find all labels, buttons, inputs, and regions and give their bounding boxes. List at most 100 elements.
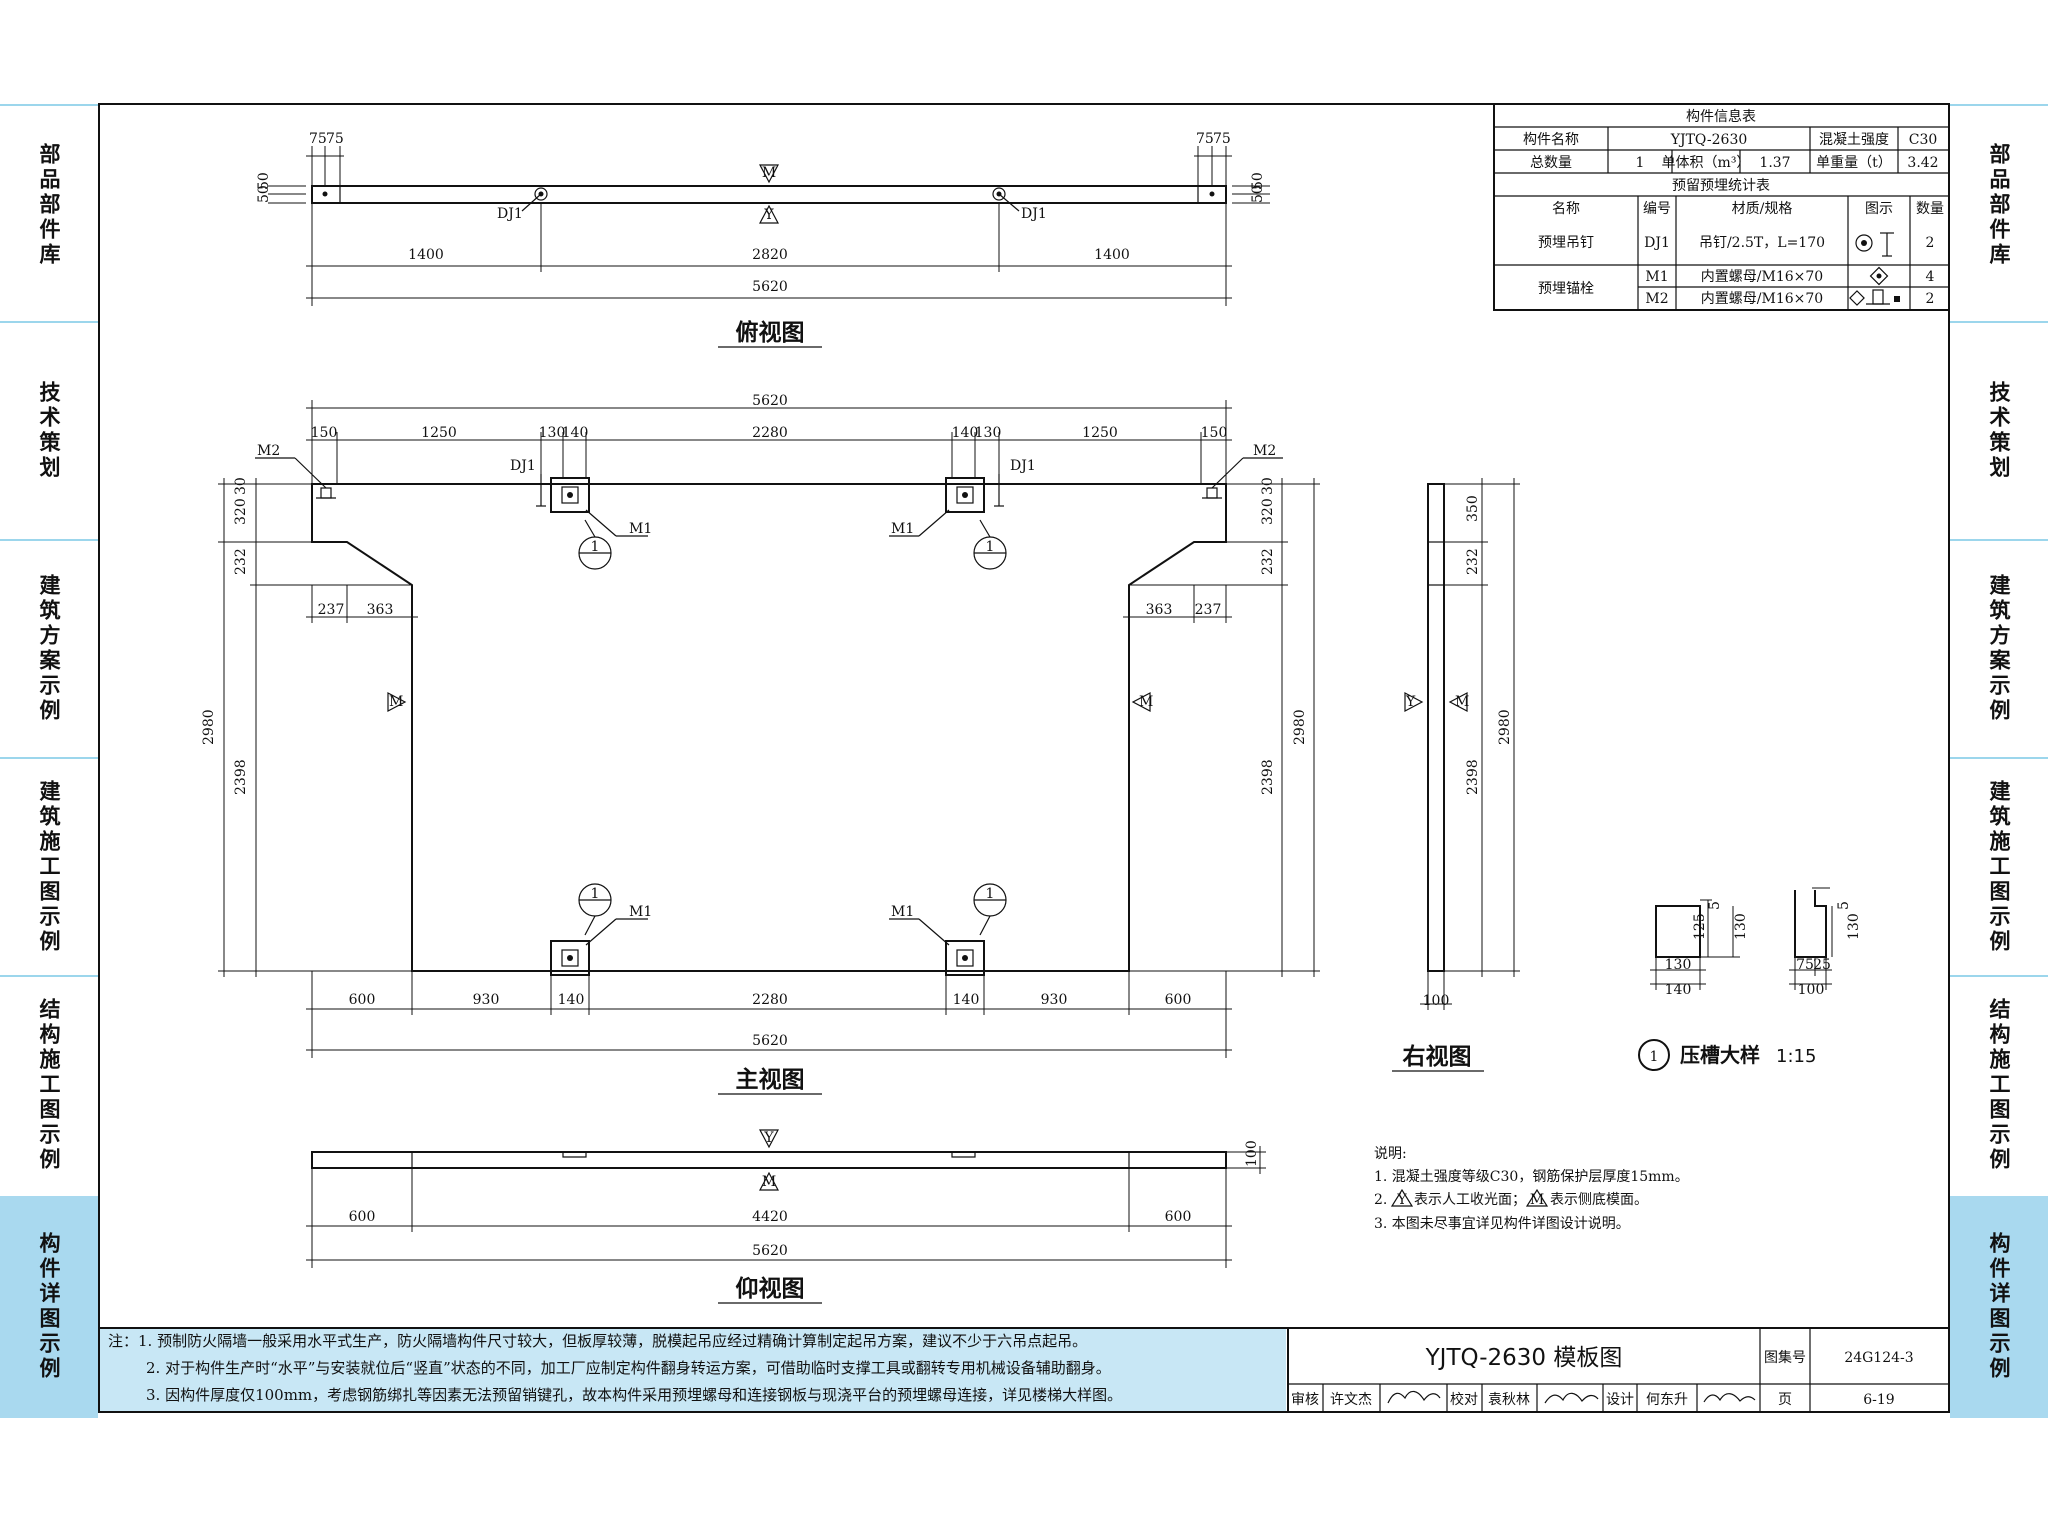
dim-label: 232	[233, 548, 249, 575]
designer-name: 何东升	[1646, 1392, 1688, 1408]
general-notes: 注：1. 预制防火隔墙一般采用水平式生产，防火隔墙构件尺寸较大，但板厚较薄，脱模…	[100, 1328, 1286, 1412]
dim-label: 2398	[233, 759, 249, 795]
legend-line-1: 1. 混凝土强度等级C30，钢筋保护层厚度15mm。	[1374, 1168, 1689, 1185]
view-title-top: 俯视图	[736, 319, 805, 346]
dim-label: 5	[1707, 901, 1723, 910]
dim-label: 5620	[752, 393, 788, 409]
col-header: 名称	[1552, 201, 1580, 217]
bolt-label: M1	[629, 904, 652, 920]
dim-label: 4420	[752, 1209, 788, 1225]
cell-value: C30	[1909, 132, 1938, 148]
cell-code: M1	[1645, 269, 1668, 285]
anchor-label: DJ1	[1010, 458, 1036, 474]
dim-label: 130	[1846, 913, 1862, 940]
dim-label: 50	[1250, 185, 1266, 203]
dim-label: 25	[1813, 957, 1831, 973]
dim-label: 75	[309, 131, 327, 147]
cell-label: 单体积（m³）	[1662, 155, 1751, 171]
bolt-icon	[1849, 289, 1900, 306]
dim-label: 100	[1798, 982, 1825, 998]
dim-label: 130	[975, 425, 1002, 441]
dim-label: 5620	[752, 279, 788, 295]
dim-label: 100	[1423, 993, 1450, 1009]
dim-label: 232	[1260, 548, 1276, 575]
legend-title: 说明:	[1374, 1146, 1407, 1162]
front-view: DJ1 DJ1 M1 M1 M1 M1 M2 M2 1 1 1 1 M M	[201, 393, 1320, 1095]
cell-name: 预埋吊钉	[1538, 235, 1594, 251]
design-label: 设计	[1606, 1392, 1634, 1408]
side-tab-struct-construction[interactable]: 结构施工图示例	[37, 997, 61, 1173]
dim-label: 1400	[408, 247, 444, 263]
side-tab-tech-planning[interactable]: 技术策划	[37, 381, 61, 481]
face-marker-m: M	[1448, 692, 1469, 712]
marker-text: M	[762, 165, 776, 181]
face-marker-m: M	[759, 164, 779, 184]
bolt-insert-m2	[316, 487, 336, 499]
designer-signature	[1703, 1393, 1756, 1403]
side-tab-arch-scheme[interactable]: 建筑方案示例	[37, 574, 61, 724]
side-tab-arch-scheme-right[interactable]: 建筑方案示例	[1987, 574, 2011, 724]
dim-label: 363	[1146, 602, 1173, 618]
cell-label: 混凝土强度	[1819, 132, 1889, 148]
dim-label: 2398	[1465, 759, 1481, 795]
reviewer-name: 许文杰	[1330, 1392, 1372, 1408]
legend-line-2c: 表示侧底模面。	[1550, 1192, 1648, 1208]
marker-text: Y	[1405, 694, 1416, 710]
side-tab-arch-construction-right[interactable]: 建筑施工图示例	[1987, 779, 2011, 955]
side-tab-parts-library[interactable]: 部品部件库	[37, 142, 61, 268]
marker-text: Y	[1396, 1192, 1407, 1208]
cell-spec: 内置螺母/M16×70	[1701, 291, 1823, 307]
bolt-insert-m1	[945, 477, 985, 513]
bottom-view: Y M 100 600 4420 600 5620 仰视图	[306, 1129, 1266, 1304]
dim-label: 1250	[1082, 425, 1118, 441]
title-block: YJTQ-2630 模板图 图集号 24G124-3 页 6-19 审核 许文杰…	[99, 1327, 1949, 1412]
review-label: 审核	[1291, 1392, 1319, 1408]
dim-label: 2820	[752, 247, 788, 263]
drawing-frame	[98, 103, 1950, 1413]
dim-label: 2980	[1497, 709, 1513, 745]
dim-label: 130	[1733, 913, 1749, 940]
side-tab-component-detail-right[interactable]: 构件详图示例	[1987, 1232, 2011, 1382]
dim-label: 5620	[752, 1033, 788, 1049]
cell-qty: 2	[1926, 235, 1935, 251]
side-tab-arch-construction[interactable]: 建筑施工图示例	[37, 779, 61, 955]
dim-label: 2980	[1292, 709, 1308, 745]
legend-line-3: 3. 本图未尽事宜详见构件详图设计说明。	[1374, 1216, 1630, 1232]
marker-text: M	[389, 694, 403, 710]
page-label: 页	[1778, 1392, 1792, 1408]
col-header: 图示	[1865, 201, 1893, 217]
dim-label: 100	[1244, 1140, 1260, 1167]
side-tab-parts-library-right[interactable]: 部品部件库	[1987, 142, 2011, 268]
face-marker-m: M	[1131, 692, 1153, 712]
dim-label: 75	[1796, 957, 1814, 973]
callout-num: 1	[986, 886, 995, 902]
dim-label: 50	[256, 185, 272, 203]
cell-qty: 2	[1926, 291, 1935, 307]
legend: 说明: 1. 混凝土强度等级C30，钢筋保护层厚度15mm。 2. Y 表示人工…	[1374, 1146, 1689, 1232]
cell-spec: 吊钉/2.5T，L=170	[1699, 235, 1825, 251]
marker-text: Y	[763, 207, 774, 223]
dim-label: 130	[539, 425, 566, 441]
side-tab-tech-planning-right[interactable]: 技术策划	[1987, 381, 2011, 481]
info-table-title: 构件信息表	[1686, 108, 1756, 125]
marker-text: M	[1455, 694, 1469, 710]
callout-num: 1	[591, 886, 600, 902]
check-label: 校对	[1450, 1391, 1478, 1408]
lifting-anchor-icon	[1855, 232, 1894, 257]
legend-line-2b: 表示人工收光面；	[1414, 1192, 1526, 1208]
dim-label: 237	[1195, 602, 1222, 618]
cell-value: 1	[1636, 155, 1645, 171]
trowel-face-icon: Y	[1390, 1188, 1414, 1208]
dim-label: 1250	[421, 425, 457, 441]
cell-label: 构件名称	[1523, 132, 1579, 148]
side-tab-struct-construction-right[interactable]: 结构施工图示例	[1987, 997, 2011, 1173]
dim-label: 2398	[1260, 759, 1276, 795]
dim-label: 600	[1165, 1209, 1192, 1225]
dim-label: 140	[952, 425, 979, 441]
bolt-label: M1	[629, 521, 652, 537]
reviewer-signature	[1387, 1390, 1441, 1404]
view-title-right: 右视图	[1403, 1043, 1472, 1070]
side-tab-component-detail[interactable]: 构件详图示例	[37, 1232, 61, 1382]
callout-num: 1	[591, 539, 600, 555]
